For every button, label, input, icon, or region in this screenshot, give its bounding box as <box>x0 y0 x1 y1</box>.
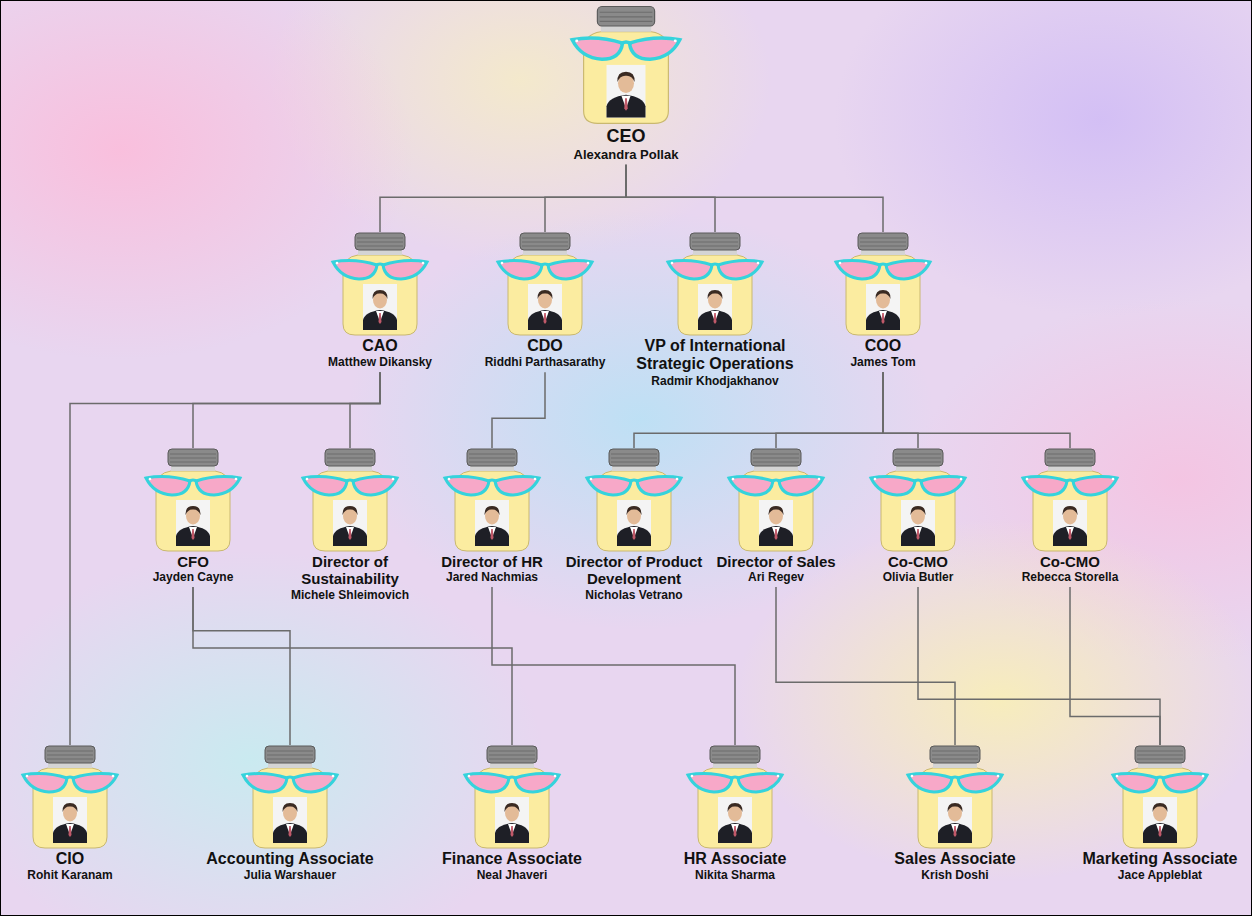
role-title: VP of International Strategic Operations <box>629 337 801 374</box>
jar-illustration <box>721 448 831 553</box>
reporting-line <box>1070 587 1160 745</box>
reporting-line <box>492 372 545 448</box>
reporting-line <box>193 587 290 745</box>
jar-illustration <box>437 448 547 553</box>
person-name: Rohit Karanam <box>5 869 135 883</box>
role-title: Accounting Associate <box>190 850 390 868</box>
jar-illustration <box>490 232 600 337</box>
role-title: Marketing Associate <box>1075 850 1245 868</box>
jar-illustration <box>660 232 770 337</box>
reporting-line <box>193 372 380 448</box>
person-name: Jayden Cayne <box>124 571 262 585</box>
reporting-line <box>776 372 883 448</box>
jar-illustration <box>295 448 405 553</box>
jar-illustration <box>325 232 435 337</box>
reporting-line <box>350 372 380 448</box>
org-member: Finance AssociateNeal Jhaveri <box>412 745 612 883</box>
role-title: Director of Product Development <box>565 553 703 588</box>
role-title: Director of Sustainability <box>281 553 419 588</box>
role-title: CDO <box>465 337 625 355</box>
role-title: CFO <box>124 553 262 570</box>
role-title: Director of Sales <box>707 553 845 570</box>
jar-illustration <box>457 745 567 850</box>
person-name: Radmir Khodjakhanov <box>629 375 801 389</box>
role-title: CIO <box>5 850 135 868</box>
jar-illustration <box>138 448 248 553</box>
person-name: Nicholas Vetrano <box>565 589 703 603</box>
reporting-line <box>918 587 1160 745</box>
role-title: Finance Associate <box>412 850 612 868</box>
org-member: Accounting AssociateJulia Warshauer <box>190 745 390 883</box>
org-member: Director of Product DevelopmentNicholas … <box>565 448 703 602</box>
org-member: Director of SalesAri Regev <box>707 448 845 585</box>
reporting-line <box>193 587 512 745</box>
person-name: Olivia Butler <box>849 571 987 585</box>
jar-illustration <box>900 745 1010 850</box>
org-member: VP of International Strategic Operations… <box>629 232 801 389</box>
person-name: Jace Appleblat <box>1075 869 1245 883</box>
role-title: Sales Associate <box>855 850 1055 868</box>
reporting-line <box>883 372 1070 448</box>
reporting-line <box>626 165 883 232</box>
org-member: CAOMatthew Dikansky <box>300 232 460 370</box>
reporting-line <box>545 165 626 232</box>
role-title: Co-CMO <box>1001 553 1139 570</box>
jar-illustration <box>828 232 938 337</box>
org-member: CFOJayden Cayne <box>124 448 262 585</box>
role-title: HR Associate <box>635 850 835 868</box>
org-member: HR AssociateNikita Sharma <box>635 745 835 883</box>
jar-illustration <box>1105 745 1215 850</box>
org-member: Co-CMORebecca Storella <box>1001 448 1139 585</box>
org-member: Sales AssociateKrish Doshi <box>855 745 1055 883</box>
role-title: COO <box>803 337 963 355</box>
org-member: CDORiddhi Parthasarathy <box>465 232 625 370</box>
jar-illustration <box>1015 448 1125 553</box>
org-member: Marketing AssociateJace Appleblat <box>1075 745 1245 883</box>
person-name: Rebecca Storella <box>1001 571 1139 585</box>
jar-illustration <box>863 448 973 553</box>
jar-illustration <box>579 448 689 553</box>
person-name: Krish Doshi <box>855 869 1055 883</box>
role-title: Co-CMO <box>849 553 987 570</box>
reporting-line <box>626 165 715 232</box>
person-name: Jared Nachmias <box>423 571 561 585</box>
reporting-line <box>883 372 918 448</box>
person-name: Neal Jhaveri <box>412 869 612 883</box>
org-member: Co-CMOOlivia Butler <box>849 448 987 585</box>
jar-illustration <box>15 745 125 850</box>
reporting-line <box>776 587 955 745</box>
jar-illustration <box>235 745 345 850</box>
org-member: Director of HRJared Nachmias <box>423 448 561 585</box>
org-member: CIORohit Karanam <box>5 745 135 883</box>
jar-illustration <box>563 5 689 126</box>
person-name: Julia Warshauer <box>190 869 390 883</box>
person-name: Alexandra Pollak <box>536 148 716 163</box>
org-member: Director of SustainabilityMichele Shleim… <box>281 448 419 602</box>
role-title: CAO <box>300 337 460 355</box>
reporting-line <box>380 165 626 232</box>
jar-illustration <box>680 745 790 850</box>
role-title: Director of HR <box>423 553 561 570</box>
person-name: Nikita Sharma <box>635 869 835 883</box>
org-member: CEOAlexandra Pollak <box>536 5 716 163</box>
person-name: Riddhi Parthasarathy <box>465 356 625 370</box>
person-name: Michele Shleimovich <box>281 589 419 603</box>
org-member: COOJames Tom <box>803 232 963 370</box>
person-name: Matthew Dikansky <box>300 356 460 370</box>
person-name: Ari Regev <box>707 571 845 585</box>
person-name: James Tom <box>803 356 963 370</box>
reporting-line <box>492 587 735 745</box>
role-title: CEO <box>536 126 716 147</box>
